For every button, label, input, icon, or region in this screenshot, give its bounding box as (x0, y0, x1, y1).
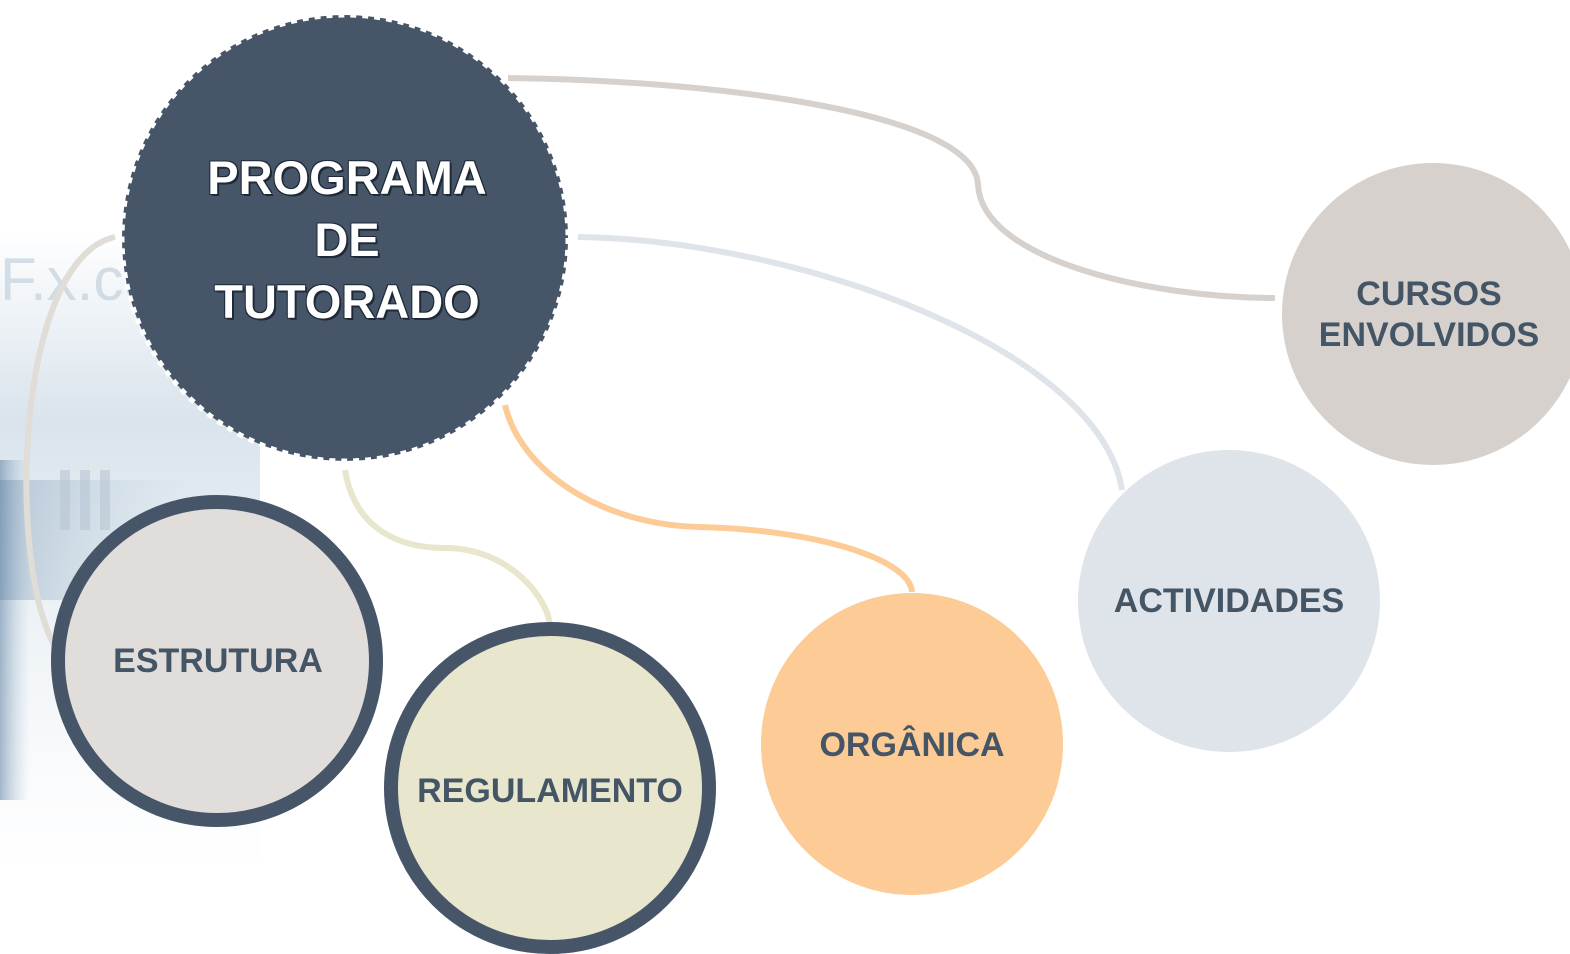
connector-organica (502, 404, 915, 593)
node-organica-circle (761, 593, 1063, 895)
hub-dashed-border (119, 12, 571, 464)
hub-circle (122, 15, 568, 461)
hub-title-line3: TUTORADO (214, 275, 480, 328)
connector-estrutura (23, 234, 116, 663)
node-actividades-circle (1078, 450, 1380, 752)
connector-regulamento (342, 469, 553, 629)
connectors (23, 75, 1276, 663)
hub-title-line2: DE (314, 213, 380, 266)
connector-actividades (577, 234, 1125, 491)
hub-title: PROGRAMA DE TUTORADO (122, 130, 572, 350)
node-cursos-circle (1282, 163, 1570, 465)
connector-cursos (507, 75, 1276, 301)
node-regulamento-circle (384, 622, 716, 954)
node-estrutura-circle (51, 495, 383, 827)
hub-title-line1: PROGRAMA (207, 151, 487, 204)
